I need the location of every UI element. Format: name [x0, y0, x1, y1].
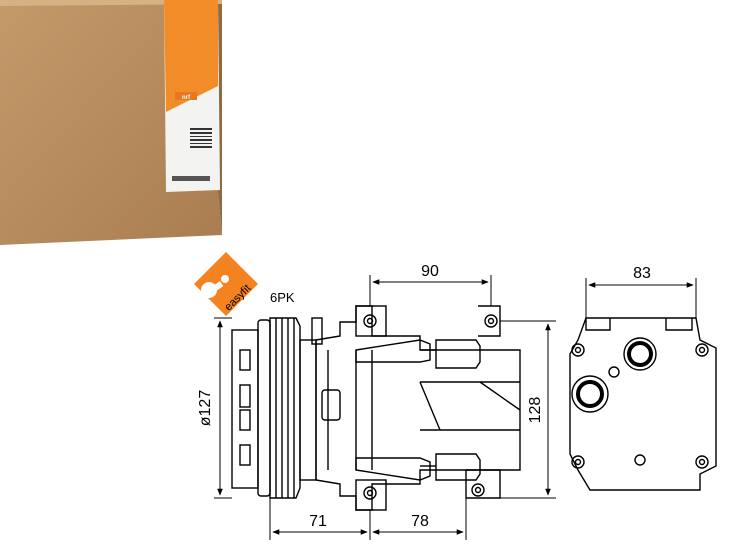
belt-type-label: 6PK	[270, 290, 295, 305]
barcode	[190, 128, 212, 148]
dim-pulley-diameter: ø127	[197, 390, 214, 427]
compressor-front-view	[231, 305, 521, 511]
certification-marks	[172, 176, 210, 181]
dimension-lines	[214, 275, 697, 540]
brand-logo: nrf	[175, 92, 197, 101]
dim-pulley-offset: 71	[309, 513, 327, 530]
brand-logo-text: nrf	[182, 95, 191, 101]
easyfit-badge: easyfit	[194, 252, 258, 316]
dim-side-width: 83	[633, 265, 651, 282]
pulley	[231, 317, 301, 499]
wrench-icon	[198, 275, 229, 301]
dimension-labels: 90 83 128 ø127 71 78	[197, 263, 651, 530]
dim-bottom-width: 78	[411, 513, 429, 530]
box-label: nrf	[164, 0, 220, 192]
packaging-box-image: nrf	[0, 0, 222, 245]
dim-height: 128	[527, 397, 544, 424]
compressor-side-view	[569, 317, 717, 491]
dim-top-width: 90	[421, 263, 439, 280]
